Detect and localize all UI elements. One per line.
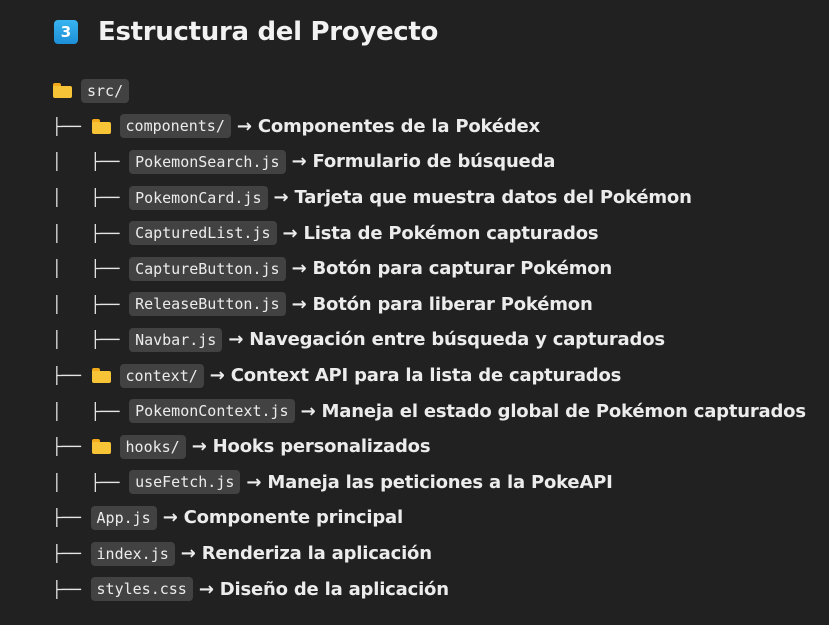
entry-description: → Formulario de búsqueda: [291, 151, 556, 173]
file-name: App.js: [90, 505, 157, 530]
tree-branch-connector: │ ├──: [52, 401, 130, 421]
entry-description: → Tarjeta que muestra datos del Pokémon: [273, 187, 692, 209]
folder-name: context/: [119, 363, 204, 388]
tree-branch-connector: ├──: [52, 437, 91, 457]
tree-row: │ ├── useFetch.js→ Maneja las peticiones…: [52, 465, 822, 501]
tree-branch-connector: ├──: [52, 508, 91, 528]
file-name: PokemonSearch.js: [129, 149, 286, 174]
folder-icon: [91, 439, 111, 455]
tree-row: │ ├── Navbar.js→ Navegación entre búsque…: [52, 322, 822, 358]
tree-row: │ ├── PokemonCard.js→ Tarjeta que muestr…: [52, 180, 822, 216]
entry-description: → Maneja las peticiones a la PokeAPI: [246, 471, 613, 493]
folder-name: hooks/: [119, 434, 186, 459]
tree-row: │ ├── PokemonContext.js→ Maneja el estad…: [52, 393, 822, 429]
keycap-three-icon: 3: [54, 20, 78, 44]
tree-row: │ ├── PokemonSearch.js→ Formulario de bú…: [52, 144, 822, 180]
file-name: CapturedList.js: [129, 221, 277, 246]
tree-branch-connector: ├──: [52, 116, 91, 136]
tree-row: ├── index.js→ Renderiza la aplicación: [52, 536, 822, 572]
folder-icon: [91, 368, 111, 384]
tree-row: ├── styles.css→ Diseño de la aplicación: [52, 571, 822, 607]
file-name: styles.css: [90, 577, 193, 602]
tree-row: ├── App.js→ Componente principal: [52, 500, 822, 536]
entry-description: → Hooks personalizados: [191, 436, 431, 458]
tree-row: ├── hooks/→ Hooks personalizados: [52, 429, 822, 465]
section-title: Estructura del Proyecto: [98, 17, 439, 47]
tree-branch-connector: │ ├──: [52, 330, 130, 350]
tree-branch-connector: │ ├──: [52, 472, 130, 492]
tree-row: │ ├── CapturedList.js→ Lista de Pokémon …: [52, 215, 822, 251]
folder-name: components/: [119, 114, 231, 139]
tree-root-row: src/: [52, 73, 822, 109]
file-name: PokemonCard.js: [129, 185, 268, 210]
entry-description: → Componente principal: [162, 507, 403, 529]
entry-description: → Context API para la lista de capturado…: [209, 365, 622, 387]
entry-description: → Lista de Pokémon capturados: [282, 222, 599, 244]
file-name: CaptureButton.js: [129, 256, 286, 281]
folder-icon: [91, 118, 111, 134]
folder-icon: [53, 83, 72, 99]
section-heading: 3 Estructura del Proyecto: [54, 14, 438, 50]
tree-branch-connector: │ ├──: [52, 223, 130, 243]
root-folder-name: src/: [81, 78, 130, 103]
entry-description: → Botón para capturar Pokémon: [291, 258, 613, 280]
entry-description: → Maneja el estado global de Pokémon cap…: [300, 400, 806, 422]
file-name: useFetch.js: [129, 470, 241, 495]
file-name: Navbar.js: [129, 327, 223, 352]
tree-row: │ ├── ReleaseButton.js→ Botón para liber…: [52, 287, 822, 323]
tree-branch-connector: │ ├──: [52, 294, 130, 314]
file-name: PokemonContext.js: [129, 399, 295, 424]
tree-branch-connector: │ ├──: [52, 188, 130, 208]
entry-description: → Renderiza la aplicación: [180, 543, 432, 565]
file-name: index.js: [90, 541, 175, 566]
entry-description: → Componentes de la Pokédex: [236, 115, 540, 137]
tree-branch-connector: │ ├──: [52, 259, 130, 279]
tree-branch-connector: │ ├──: [52, 152, 130, 172]
tree-branch-connector: ├──: [52, 579, 91, 599]
entry-description: → Diseño de la aplicación: [198, 578, 449, 600]
project-structure-tree: src/ ├── components/→ Componentes de la …: [52, 73, 822, 607]
tree-row: │ ├── CaptureButton.js→ Botón para captu…: [52, 251, 822, 287]
tree-row: ├── components/→ Componentes de la Pokéd…: [52, 109, 822, 145]
tree-row: ├── context/→ Context API para la lista …: [52, 358, 822, 394]
entry-description: → Botón para liberar Pokémon: [291, 293, 593, 315]
tree-branch-connector: ├──: [52, 544, 91, 564]
file-name: ReleaseButton.js: [129, 292, 286, 317]
tree-branch-connector: ├──: [52, 366, 91, 386]
entry-description: → Navegación entre búsqueda y capturados: [228, 329, 665, 351]
